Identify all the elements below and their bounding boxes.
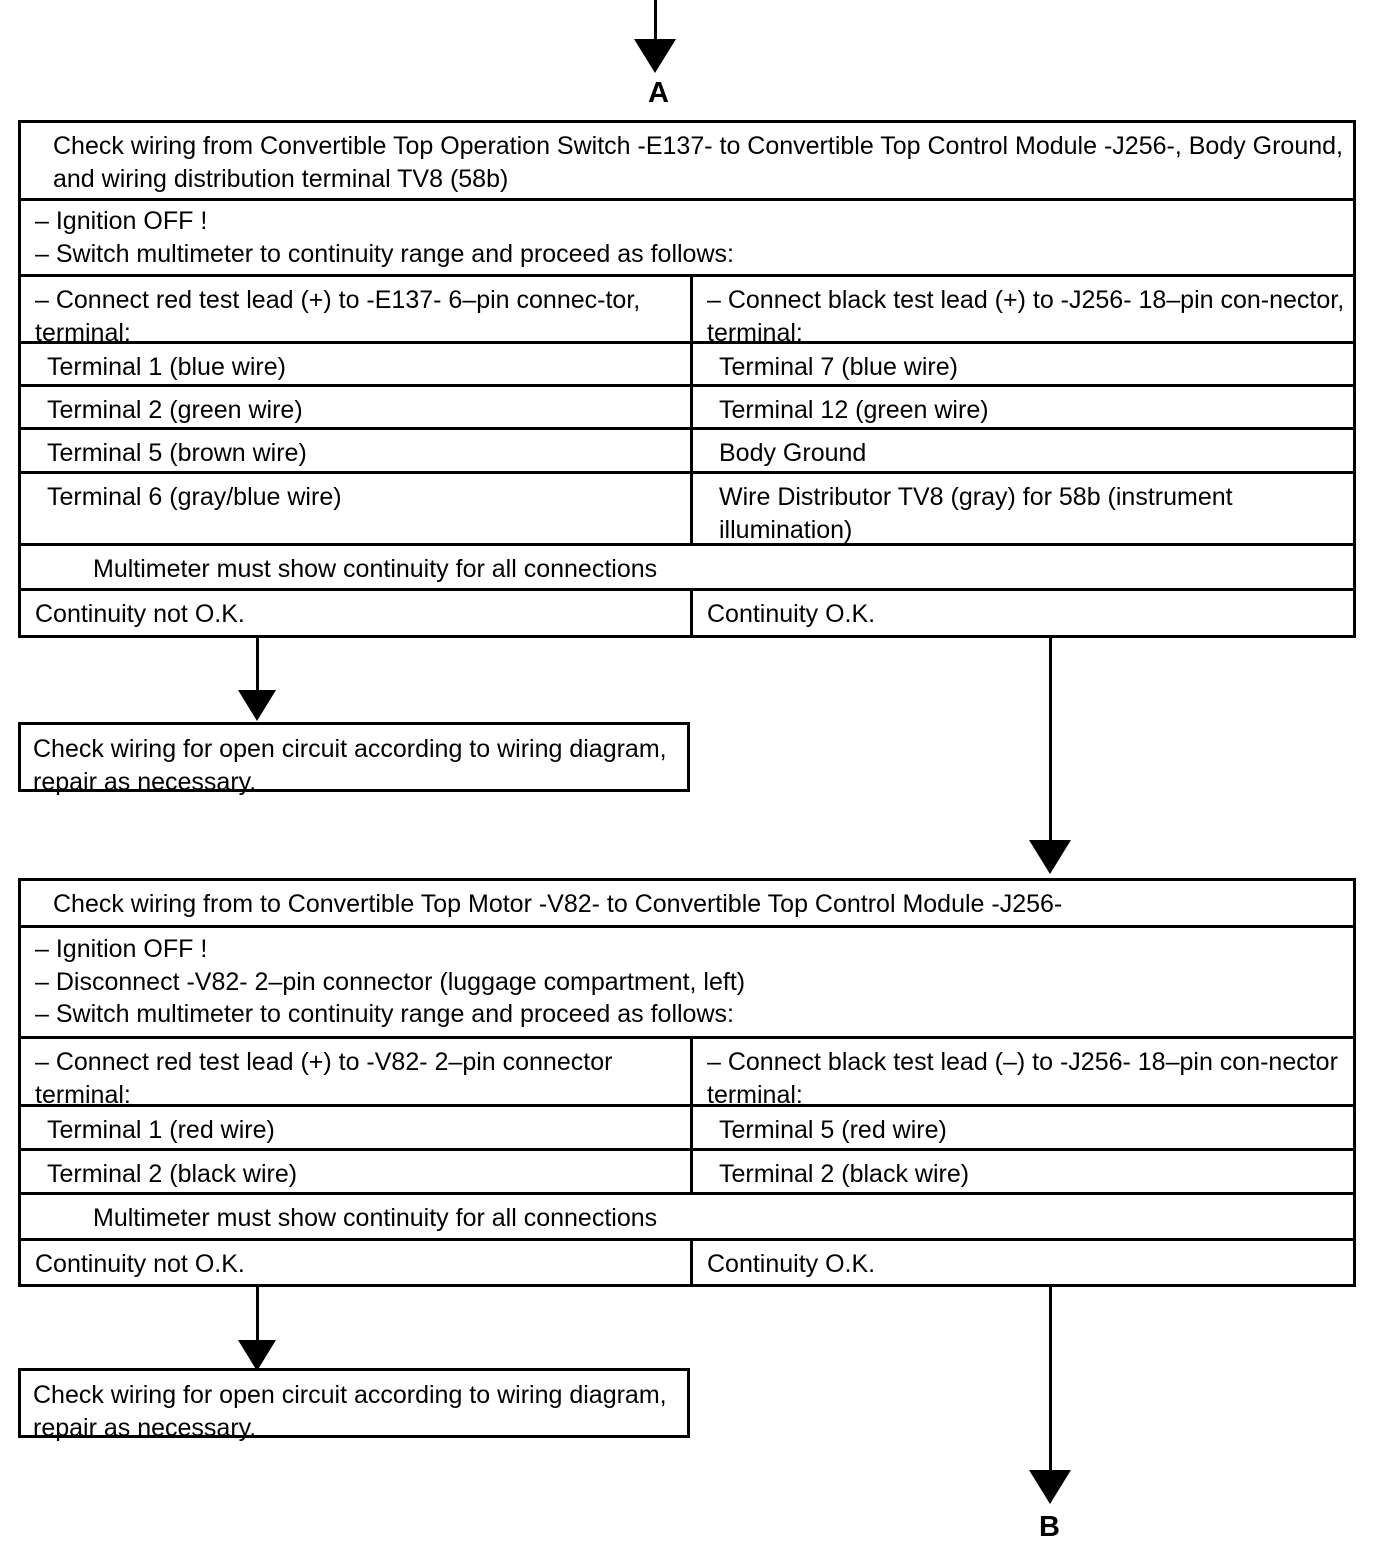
table-1-left-terminal: Terminal 5 (brown wire) — [21, 430, 693, 471]
table-2-result-not-ok: Continuity not O.K. — [21, 1241, 693, 1284]
table-2-result-ok: Continuity O.K. — [707, 1250, 876, 1278]
table-2-note-row: Multimeter must show continuity for all … — [21, 1195, 1353, 1241]
not-ok-arrowhead-icon-1 — [238, 690, 276, 721]
table-2-instruction-line: – Disconnect -V82- 2–pin connector (lugg… — [35, 967, 746, 996]
table-2-instructions: – Ignition OFF ! – Disconnect -V82- 2–pi… — [21, 928, 1353, 1036]
not-ok-connector-line-1 — [256, 638, 259, 694]
table-1-red-lead-header: – Connect red test lead (+) to -E137- 6–… — [21, 277, 693, 341]
table-1-right-terminal: Terminal 12 (green wire) — [719, 396, 989, 424]
table-2-lead-header-row: – Connect red test lead (+) to -V82- 2–p… — [21, 1039, 1353, 1107]
table-2-note: Multimeter must show continuity for all … — [93, 1204, 658, 1232]
repair-box-1-text: Check wiring for open circuit according … — [33, 735, 667, 796]
table-2-right-terminal: Terminal 5 (red wire) — [719, 1116, 947, 1144]
table-2-red-lead-header: – Connect red test lead (+) to -V82- 2–p… — [21, 1039, 693, 1104]
ok-arrowhead-icon-1 — [1029, 840, 1071, 874]
table-1-lead-header-row: – Connect red test lead (+) to -E137- 6–… — [21, 277, 1353, 344]
table-1-right-terminal: Wire Distributor TV8 (gray) for 58b (ins… — [719, 483, 1233, 543]
table-row: Terminal 5 (brown wire) Body Ground — [21, 430, 1353, 474]
table-1-result-not-ok: Continuity not O.K. — [21, 591, 693, 635]
repair-box-2-text: Check wiring for open circuit according … — [33, 1381, 667, 1442]
table-1-left-terminal: Terminal 2 (green wire) — [21, 387, 693, 427]
table-2-left-terminal: Terminal 1 (red wire) — [21, 1107, 693, 1148]
table-1-result-row: Continuity not O.K. Continuity O.K. — [21, 591, 1353, 635]
table-1-title-row: Check wiring from Convertible Top Operat… — [21, 123, 1353, 201]
table-1-right-terminal: Terminal 7 (blue wire) — [719, 353, 958, 381]
table-2-title-row: Check wiring from to Convertible Top Mot… — [21, 881, 1353, 928]
table-row: Terminal 1 (blue wire) Terminal 7 (blue … — [21, 344, 1353, 387]
table-1-instructions-row: – Ignition OFF ! – Switch multimeter to … — [21, 201, 1353, 277]
table-row: Terminal 6 (gray/blue wire) Wire Distrib… — [21, 474, 1353, 546]
connector-label-b: B — [1039, 1511, 1061, 1543]
connector-label-a: A — [648, 77, 670, 109]
table-2-title: Check wiring from to Convertible Top Mot… — [53, 890, 1063, 918]
table-1-left-terminal: Terminal 6 (gray/blue wire) — [21, 474, 693, 543]
table-1-black-lead-header: – Connect black test lead (+) to -J256- … — [707, 286, 1345, 341]
table-1-instruction-line: – Switch multimeter to continuity range … — [35, 239, 734, 268]
check-wiring-table-2: Check wiring from to Convertible Top Mot… — [18, 878, 1356, 1287]
table-2-black-lead-header: – Connect black test lead (–) to -J256- … — [707, 1048, 1338, 1104]
check-wiring-table-1: Check wiring from Convertible Top Operat… — [18, 120, 1356, 638]
table-1-instructions: – Ignition OFF ! – Switch multimeter to … — [21, 201, 1353, 274]
repair-box-1: Check wiring for open circuit according … — [18, 722, 690, 796]
table-1-title: Check wiring from Convertible Top Operat… — [53, 132, 1343, 193]
not-ok-arrowhead-icon-2 — [238, 1340, 276, 1371]
repair-box-2: Check wiring for open circuit according … — [18, 1368, 690, 1442]
table-row: Terminal 1 (red wire) Terminal 5 (red wi… — [21, 1107, 1353, 1151]
table-1-left-terminal: Terminal 1 (blue wire) — [21, 344, 693, 384]
table-2-instruction-line: – Ignition OFF ! — [35, 935, 208, 963]
table-1-right-terminal: Body Ground — [719, 439, 867, 467]
table-2-instruction-line: – Switch multimeter to continuity range … — [35, 1000, 734, 1028]
table-row: Terminal 2 (green wire) Terminal 12 (gre… — [21, 387, 1353, 430]
table-1-note-row: Multimeter must show continuity for all … — [21, 546, 1353, 591]
table-2-result-row: Continuity not O.K. Continuity O.K. — [21, 1241, 1353, 1284]
table-1-note: Multimeter must show continuity for all … — [93, 555, 658, 583]
table-row: Terminal 2 (black wire) Terminal 2 (blac… — [21, 1151, 1353, 1195]
exit-arrowhead-icon — [1029, 1470, 1071, 1504]
table-2-right-terminal: Terminal 2 (black wire) — [719, 1160, 970, 1188]
entry-arrowhead-icon — [634, 39, 676, 73]
exit-connector-line — [1049, 1287, 1052, 1474]
table-1-result-ok: Continuity O.K. — [707, 600, 876, 628]
not-ok-connector-line-2 — [256, 1287, 259, 1345]
ok-connector-line-1 — [1049, 638, 1052, 841]
table-1-instruction-line: – Ignition OFF ! — [35, 207, 208, 235]
entry-connector-line — [654, 0, 657, 45]
table-2-left-terminal: Terminal 2 (black wire) — [21, 1151, 693, 1192]
table-2-instructions-row: – Ignition OFF ! – Disconnect -V82- 2–pi… — [21, 928, 1353, 1039]
